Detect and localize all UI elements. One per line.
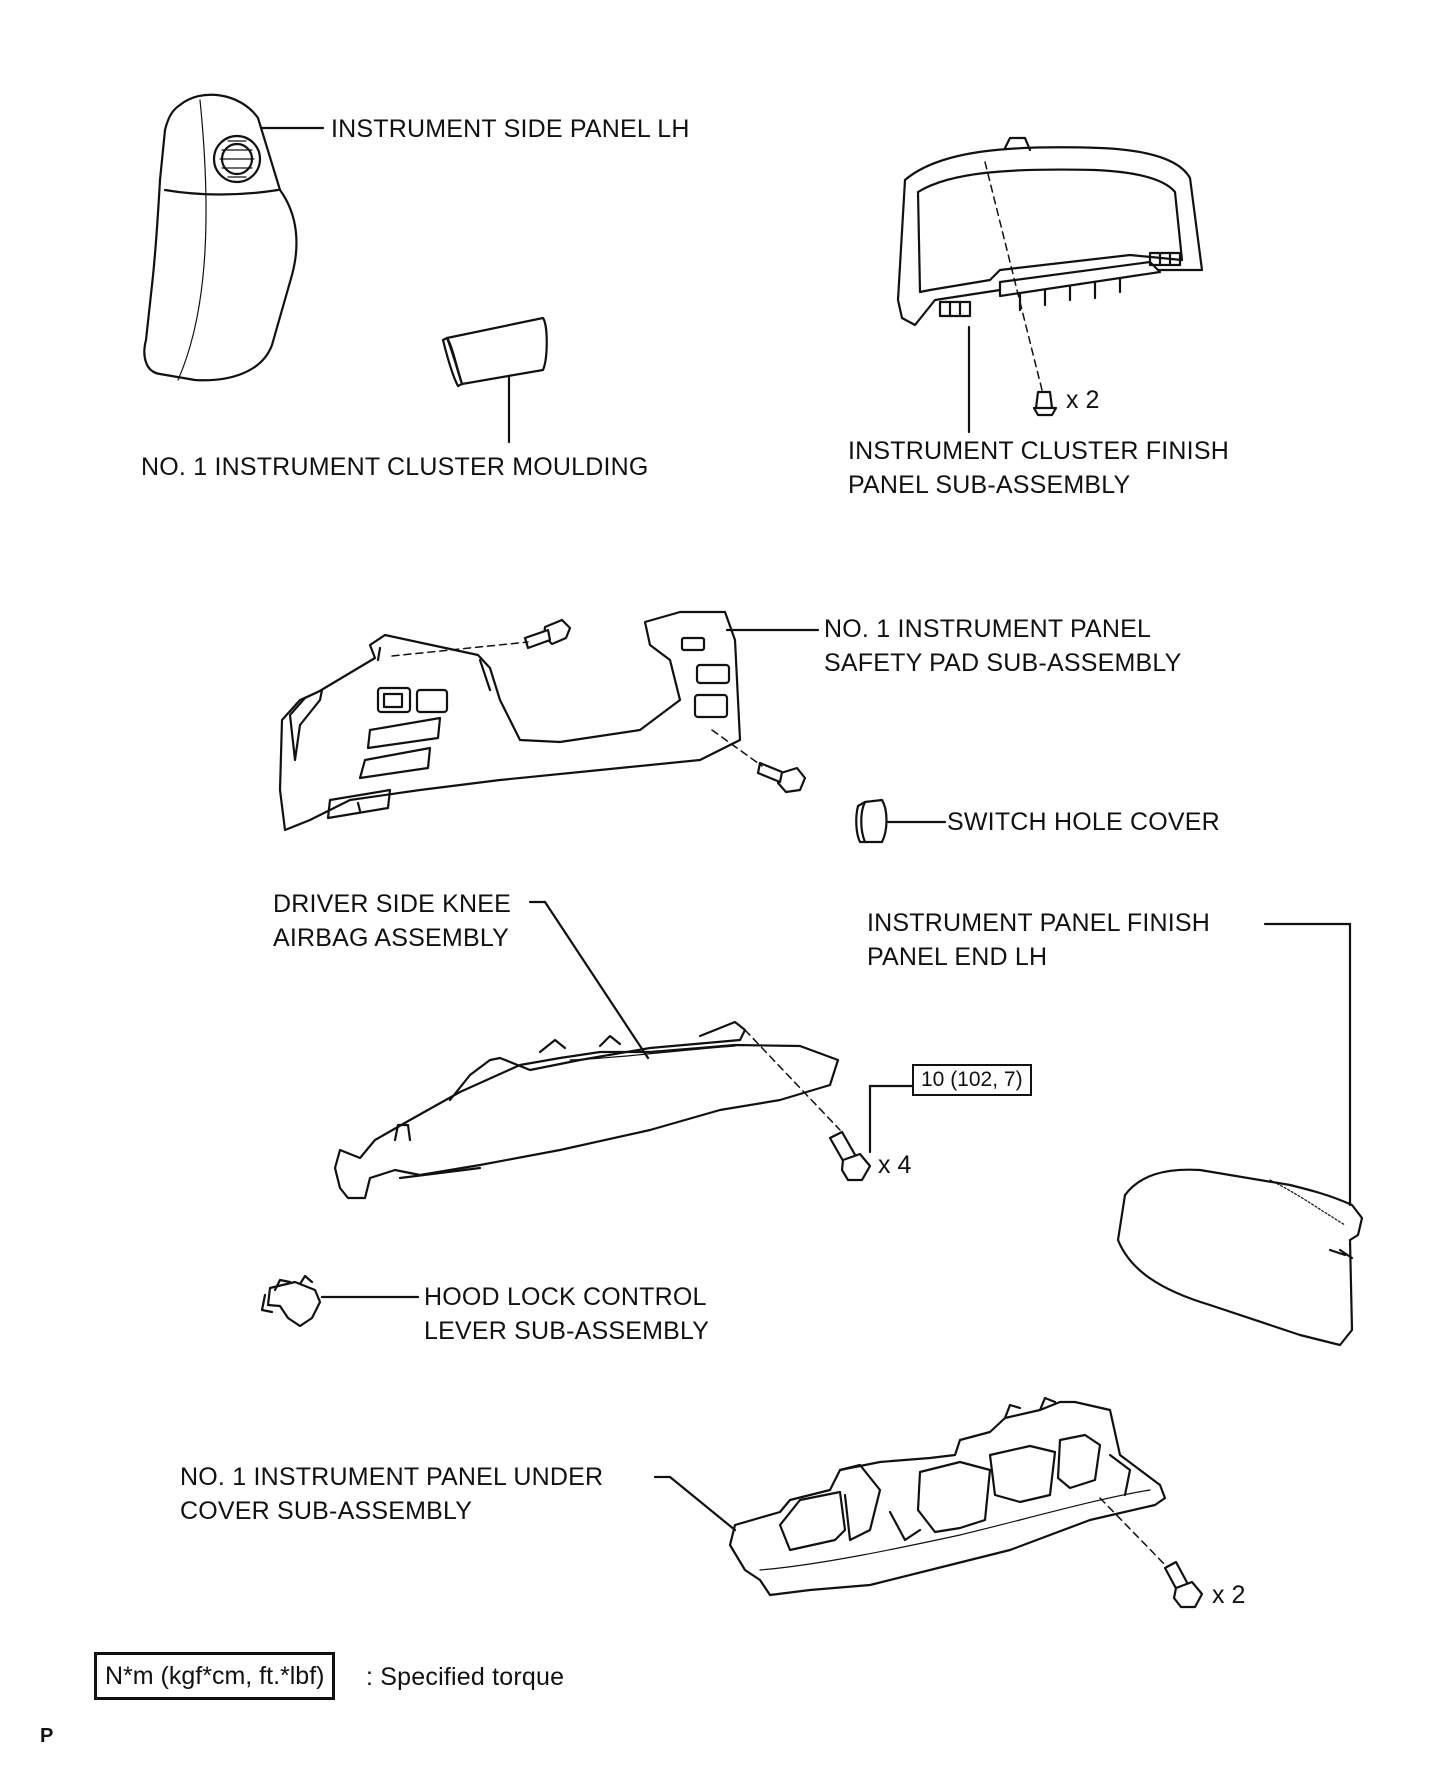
safety-pad-part (278, 610, 820, 832)
label-hood-lock-line2: LEVER SUB-ASSEMBLY (424, 1317, 710, 1345)
switch-hole-cover-part (855, 798, 947, 844)
label-switch-hole-cover: SWITCH HOLE COVER (947, 808, 1220, 836)
legend-description: : Specified torque (366, 1663, 565, 1691)
label-safety-pad-line2: SAFETY PAD SUB-ASSEMBLY (824, 649, 1182, 677)
label-under-cover-line2: COVER SUB-ASSEMBLY (180, 1497, 473, 1525)
label-under-cover-line1: NO. 1 INSTRUMENT PANEL UNDER (180, 1463, 604, 1491)
instrument-cluster-moulding-part (441, 316, 548, 444)
label-finish-end-line2: PANEL END LH (867, 943, 1048, 971)
instrument-cluster-finish-panel-part (896, 136, 1204, 434)
qty-under-cover-bolts: x 2 (1212, 1581, 1246, 1609)
torque-value-box: 10 (102, 7) (912, 1064, 1032, 1096)
label-cluster-finish-line1: INSTRUMENT CLUSTER FINISH (848, 437, 1229, 465)
label-cluster-finish-line2: PANEL SUB-ASSEMBLY (848, 471, 1131, 499)
label-knee-airbag-line1: DRIVER SIDE KNEE (273, 890, 511, 918)
under-cover-part (668, 1396, 1204, 1609)
label-knee-airbag-line2: AIRBAG ASSEMBLY (273, 924, 509, 952)
page-mark: P (40, 1725, 54, 1747)
label-finish-end-line1: INSTRUMENT PANEL FINISH (867, 909, 1211, 937)
label-instrument-side-panel-lh: INSTRUMENT SIDE PANEL LH (331, 115, 690, 143)
finish-panel-end-lh-part (1116, 922, 1364, 1347)
label-instrument-cluster-moulding: NO. 1 INSTRUMENT CLUSTER MOULDING (141, 453, 649, 481)
instrument-side-panel-lh-part (143, 93, 325, 382)
qty-cluster-clips: x 2 (1066, 386, 1100, 414)
legend-torque-unit-box: N*m (kgf*cm, ft.*lbf) (94, 1652, 336, 1700)
qty-airbag-bolts: x 4 (878, 1151, 912, 1179)
hood-lock-control-lever-part (260, 1274, 420, 1328)
knee-airbag-part (333, 900, 920, 1200)
label-hood-lock-line1: HOOD LOCK CONTROL (424, 1283, 707, 1311)
label-safety-pad-line1: NO. 1 INSTRUMENT PANEL (824, 615, 1152, 643)
